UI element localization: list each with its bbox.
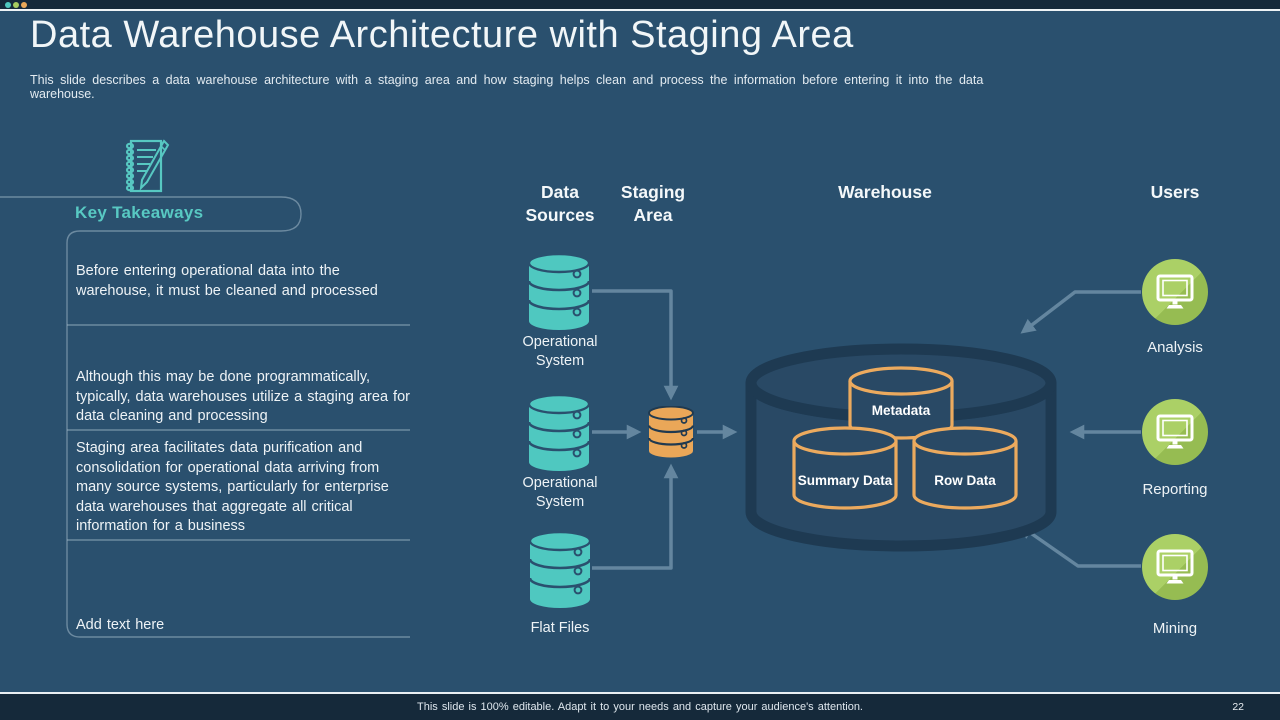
takeaway-item-1: Before entering operational data into th… (76, 263, 378, 299)
footer-note: This slide is 100% editable. Adapt it to… (417, 701, 863, 713)
staging-database-icon (648, 406, 694, 458)
summary-store-cylinder (792, 426, 898, 510)
window-dot-teal-icon (5, 2, 11, 8)
column-header-staging-area: Staging Area (620, 182, 686, 225)
store-label: Metadata (871, 403, 931, 418)
row-store-cylinder (912, 426, 1018, 510)
source-label: Flat Files (530, 620, 590, 636)
footer-bar: This slide is 100% editable. Adapt it to… (0, 692, 1280, 720)
monitor-icon (1156, 274, 1194, 309)
top-divider-line (0, 9, 1280, 11)
store-label: Row Data (934, 473, 996, 488)
user-label: Analysis (1147, 339, 1203, 356)
page-subtitle: This slide describes a data warehouse ar… (30, 73, 984, 101)
source-label: Operational System (522, 334, 598, 369)
takeaway-item-3: Staging area facilitates data purificati… (76, 440, 389, 534)
user-label: Reporting (1142, 481, 1208, 498)
user-label: Mining (1152, 620, 1198, 637)
column-header-users: Users (1150, 182, 1200, 202)
column-header-data-sources: Data Sources (525, 182, 595, 225)
top-bar (0, 0, 1280, 9)
store-label: Summary Data (797, 473, 893, 488)
notepad-pencil-icon (125, 139, 170, 193)
page-title: Data Warehouse Architecture with Staging… (30, 14, 854, 56)
metadata-store-cylinder (848, 366, 954, 440)
user-circle-analysis (1142, 259, 1208, 325)
user-circle-mining (1142, 534, 1208, 600)
database-icon (528, 253, 590, 330)
window-dot-orange-icon (21, 2, 27, 8)
page-number: 22 (1232, 701, 1244, 713)
user-circle-reporting (1142, 399, 1208, 465)
takeaway-item-2: Although this may be done programmatical… (76, 369, 410, 424)
warehouse-cylinder (745, 343, 1057, 552)
database-icon (528, 394, 590, 471)
column-header-warehouse: Warehouse (838, 182, 932, 202)
key-takeaways-heading: Key Takeaways (75, 203, 204, 222)
window-dot-green-icon (13, 2, 19, 8)
monitor-icon (1156, 414, 1194, 449)
monitor-icon (1156, 549, 1194, 584)
database-icon (529, 531, 591, 608)
takeaway-item-4: Add text here (76, 617, 165, 633)
source-label: Operational System (522, 475, 598, 510)
